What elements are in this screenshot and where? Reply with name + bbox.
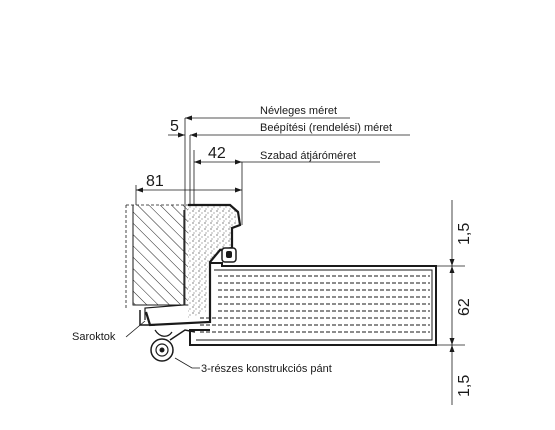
dimension-81: 81 (136, 173, 242, 193)
label-szabad: Szabad átjáróméret (260, 150, 356, 162)
right-dimension-chain: 1,5 62 1,5 (436, 200, 473, 405)
steel-frame-outline (139, 203, 242, 327)
label-saroktok: Saroktok (72, 331, 116, 343)
dimension-value-81: 81 (146, 173, 164, 190)
wall-section (125, 204, 188, 310)
label-pant: 3-részes konstrukciós pánt (201, 363, 332, 375)
dimension-value-1-5-bottom: 1,5 (456, 375, 473, 397)
dimension-value-5: 5 (170, 118, 179, 135)
label-nevleges: Névleges méret (260, 105, 337, 117)
leader-lines (125, 320, 200, 369)
dimension-szabad: 42 Szabad átjáróméret (194, 145, 380, 165)
hinge (150, 329, 196, 362)
dimension-value-42: 42 (208, 145, 226, 162)
dimension-value-1-5-top: 1,5 (456, 223, 473, 245)
dimension-nevleges: Névleges méret (185, 105, 350, 121)
dimension-beepitesi: 5 Beépítési (rendelési) méret (168, 118, 410, 138)
dimension-value-62: 62 (456, 298, 473, 316)
frame-filling (188, 205, 236, 318)
door-leaf (189, 262, 437, 346)
label-beepitesi: Beépítési (rendelési) méret (260, 122, 392, 134)
